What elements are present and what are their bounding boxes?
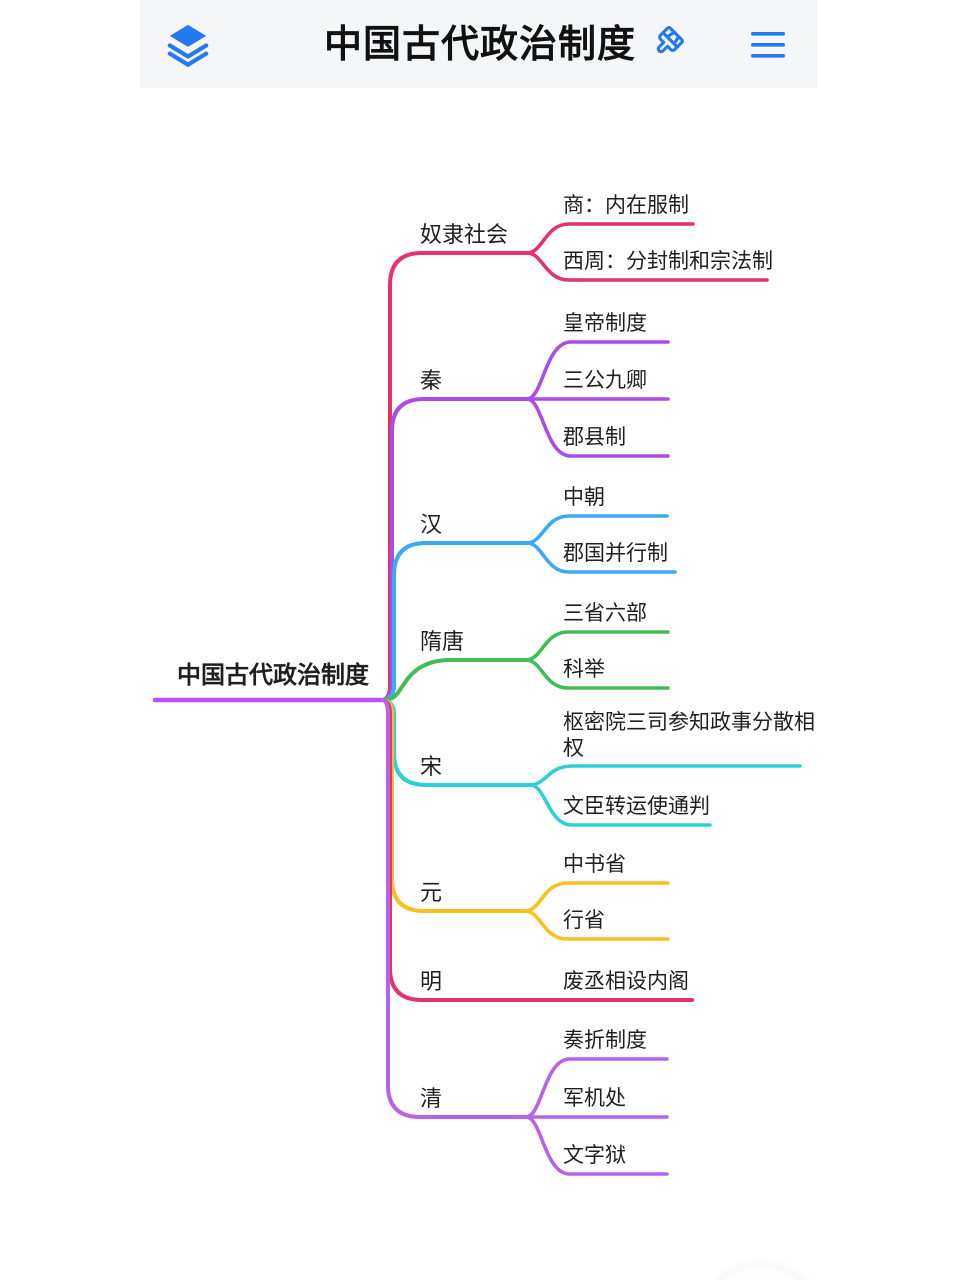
child-node[interactable]: 军机处 [563, 1087, 626, 1110]
branch-line [381, 698, 527, 913]
branch-line [381, 698, 532, 787]
branch-line [524, 658, 670, 690]
branch-line [525, 514, 669, 545]
style-button[interactable] [642, 22, 688, 68]
menu-button[interactable] [748, 25, 788, 65]
branch-node-qin[interactable]: 秦 [420, 368, 443, 393]
child-node[interactable]: 行省 [563, 909, 605, 932]
branch-line [525, 340, 670, 401]
child-node[interactable]: 文字狱 [563, 1144, 626, 1167]
branch-line [381, 541, 529, 702]
root-node[interactable]: 中国古代政治制度 [177, 662, 369, 689]
branch-line [525, 222, 695, 255]
child-node[interactable]: 商：内在服制 [563, 194, 689, 217]
branch-node-yuan[interactable]: 元 [420, 880, 443, 905]
mindmap-canvas[interactable]: 中国古代政治制度 奴隶社会 秦 汉 隋唐 宋 元 明 清 商：内在服制 西周：分… [0, 88, 960, 1280]
branch-line [525, 541, 677, 574]
branch-line [381, 698, 528, 1119]
branch-line [381, 658, 528, 702]
branch-lines [152, 222, 802, 1176]
child-node[interactable]: 奏折制度 [563, 1029, 647, 1052]
child-node[interactable]: 废丞相设内阁 [563, 970, 689, 993]
menu-icon [751, 32, 785, 58]
child-node[interactable]: 文臣转运使通判 [563, 795, 710, 818]
map-title: 中国古代政治制度 [323, 24, 636, 66]
child-node[interactable]: 西周：分封制和宗法制 [563, 250, 773, 273]
branch-line [524, 1115, 669, 1176]
branch-line [528, 783, 712, 827]
child-node[interactable]: 科举 [563, 658, 605, 681]
branch-line [525, 397, 670, 458]
child-node[interactable]: 郡县制 [563, 426, 626, 449]
paint-brush-icon [656, 26, 684, 54]
child-node[interactable]: 中书省 [563, 853, 626, 876]
branch-node-ming[interactable]: 明 [420, 969, 443, 994]
child-node[interactable]: 皇帝制度 [563, 312, 647, 335]
child-node[interactable]: 中朝 [563, 486, 605, 509]
app-header: 中国古代政治制度 [140, 0, 818, 88]
branch-line [525, 251, 769, 282]
child-node[interactable]: 三省六部 [563, 602, 647, 625]
branch-line [523, 909, 670, 941]
branch-node-han[interactable]: 汉 [420, 512, 443, 537]
branch-line [524, 1057, 669, 1119]
outline-button[interactable] [164, 21, 212, 69]
child-node[interactable]: 郡国并行制 [563, 542, 668, 565]
child-node[interactable]: 枢密院三司参知政事分散相权 [563, 711, 815, 760]
child-node[interactable]: 三公九卿 [563, 369, 647, 392]
branch-node-song[interactable]: 宋 [420, 754, 443, 779]
layers-icon [167, 24, 209, 67]
branch-node-qing[interactable]: 清 [420, 1086, 443, 1111]
branch-node-slave-society[interactable]: 奴隶社会 [420, 222, 509, 247]
branch-node-sui-tang[interactable]: 隋唐 [420, 629, 465, 654]
branch-line [523, 881, 670, 913]
branch-line [524, 630, 670, 662]
branch-line [528, 764, 802, 787]
